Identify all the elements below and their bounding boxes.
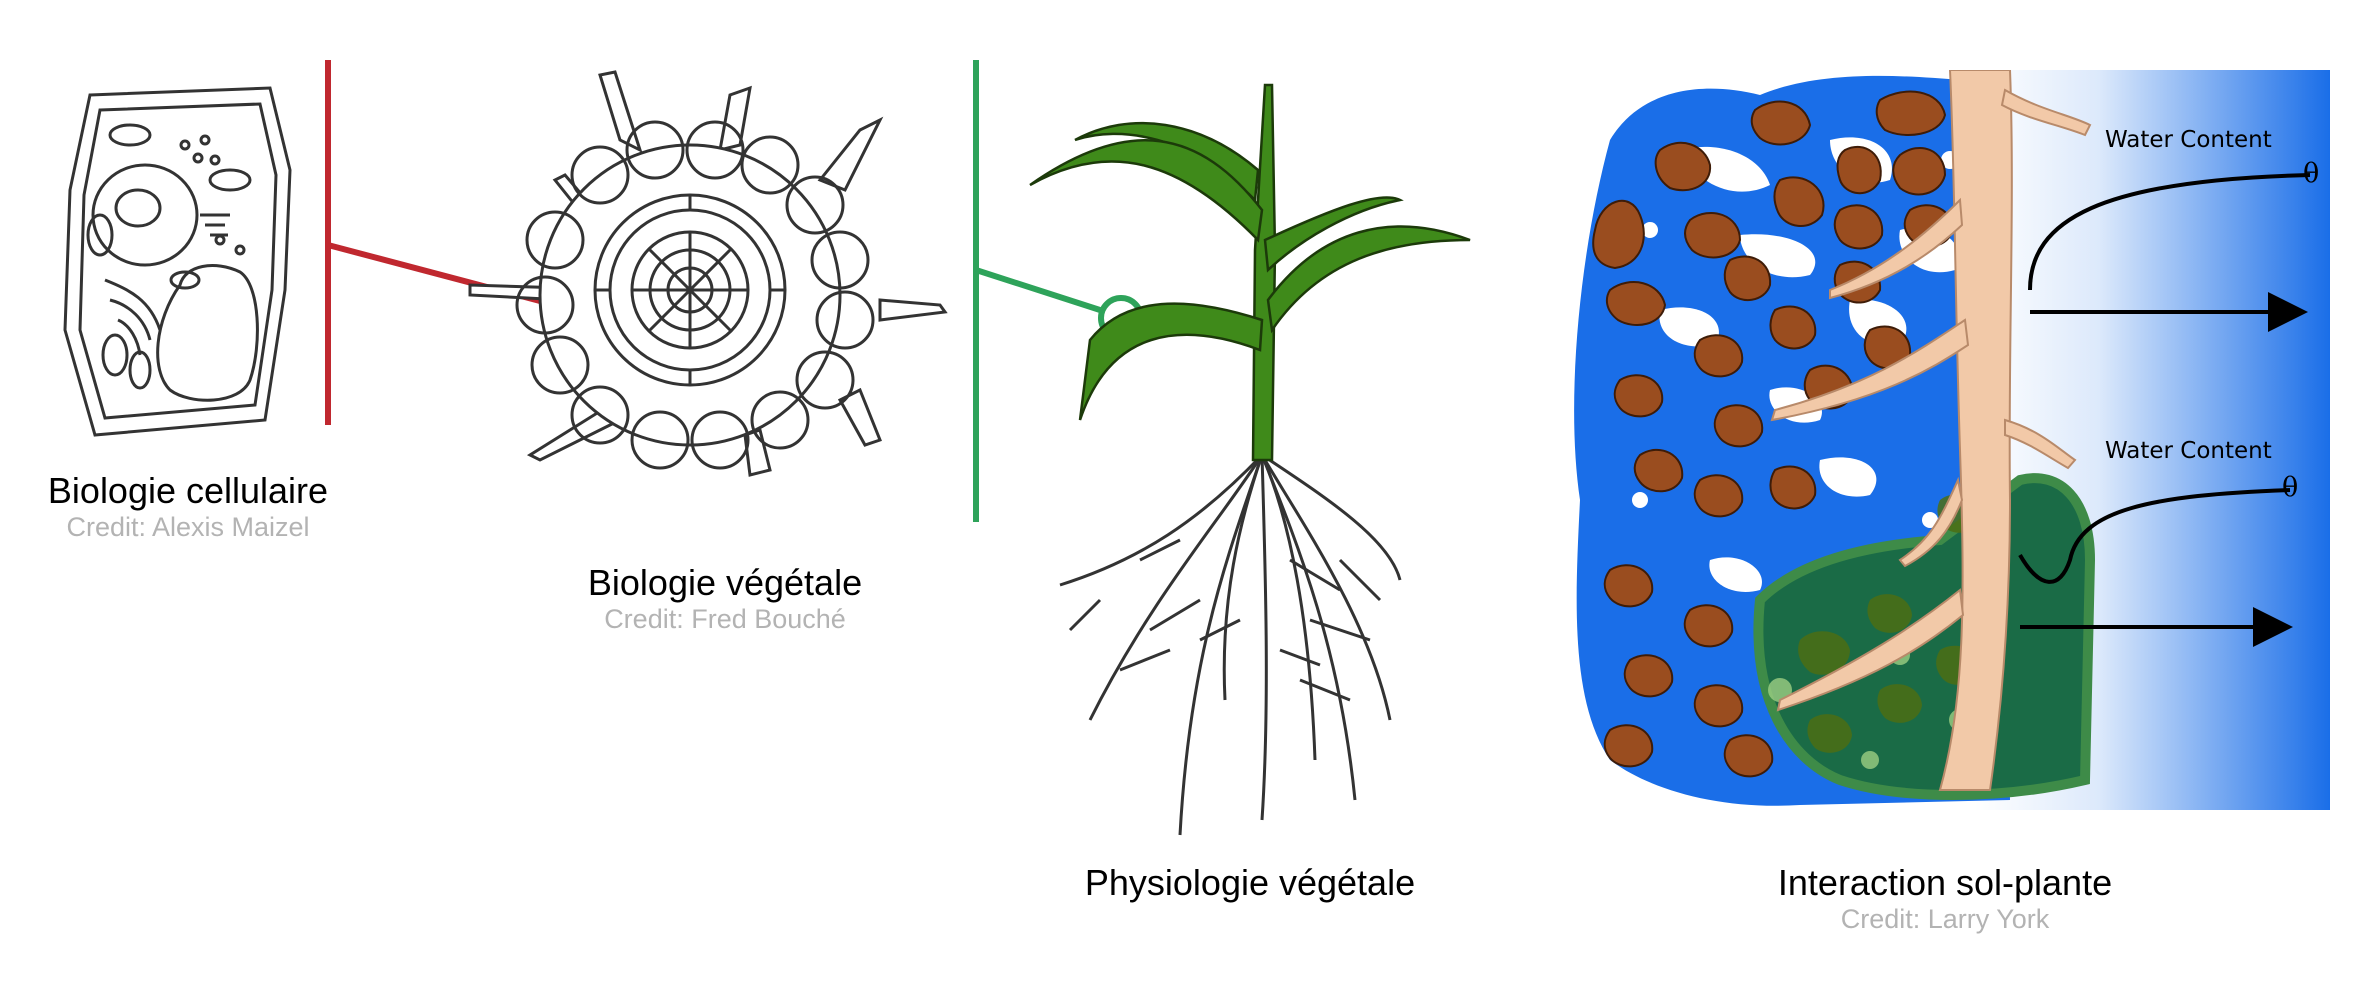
- root-cross-section-illustration: [468, 70, 948, 477]
- caption-physiologie-vegetale: Physiologie végétale: [1060, 862, 1440, 904]
- theta-symbol-top: θ: [2303, 158, 2319, 189]
- water-content-label-bottom: Water Content: [2105, 438, 2272, 464]
- caption-biologie-cellulaire: Biologie cellulaire Credit: Alexis Maize…: [18, 470, 358, 543]
- water-content-label-top: Water Content: [2105, 127, 2272, 153]
- theta-symbol-bottom: θ: [2282, 472, 2298, 503]
- caption-biologie-vegetale: Biologie végétale Credit: Fred Bouché: [560, 562, 890, 635]
- soil-plant-illustration: [1574, 70, 2330, 810]
- panel-title: Interaction sol-plante: [1777, 862, 2113, 903]
- panel-credit: Credit: Larry York: [1840, 904, 2050, 934]
- panel-title: Biologie végétale: [587, 562, 863, 603]
- caption-interaction-sol-plante: Interaction sol-plante Credit: Larry Yor…: [1745, 862, 2145, 935]
- water-content-curves: [2018, 173, 2311, 647]
- panel-credit: Credit: Fred Bouché: [604, 604, 846, 634]
- panel-title: Biologie cellulaire: [47, 470, 329, 511]
- plant-illustration: [1029, 83, 1471, 836]
- panel-title: Physiologie végétale: [1084, 862, 1416, 903]
- plant-cell-illustration: [63, 86, 292, 437]
- panel-credit: Credit: Alexis Maizel: [66, 512, 310, 542]
